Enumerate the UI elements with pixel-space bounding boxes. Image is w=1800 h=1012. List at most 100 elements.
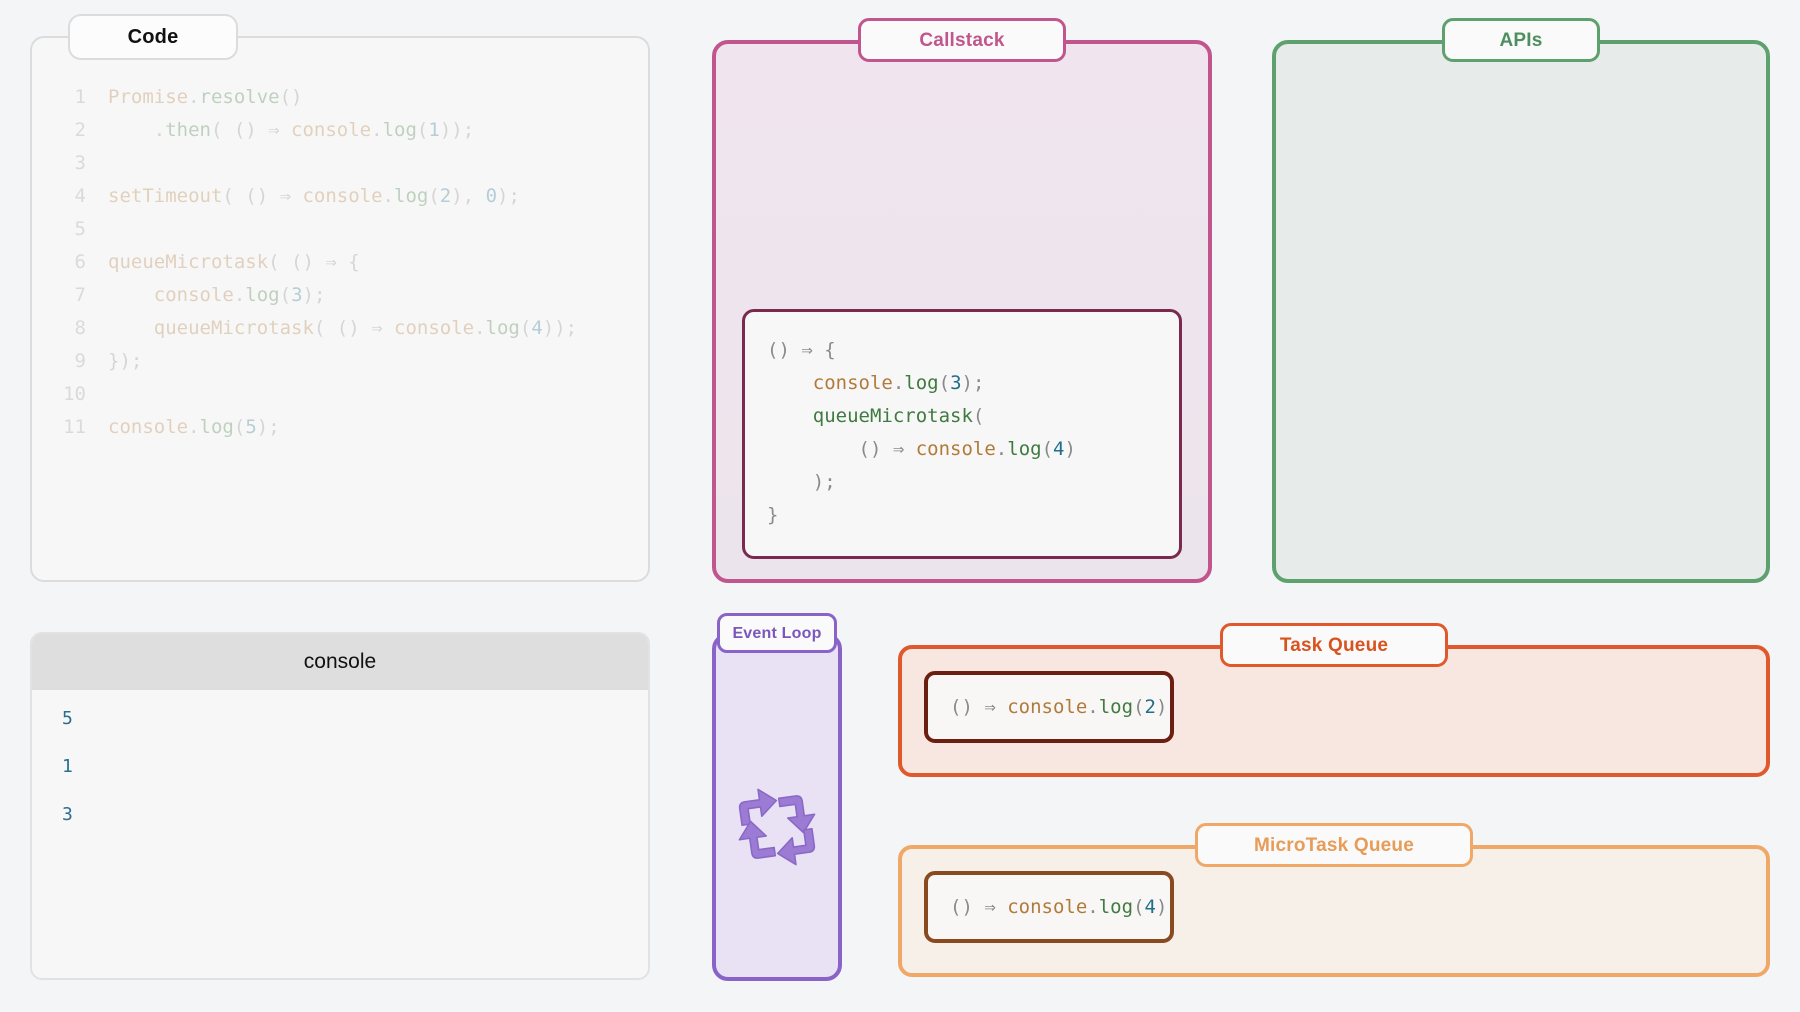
- callstack-frame-line: }: [767, 499, 1157, 532]
- code-line-number: 7: [74, 283, 86, 306]
- event-loop-panel: Event Loop: [712, 613, 842, 981]
- code-token: console: [108, 415, 189, 438]
- code-token: 1: [428, 118, 440, 141]
- microtask-queue-card[interactable]: () ⇒ console.log(4): [924, 871, 1174, 943]
- code-token: then: [165, 118, 211, 141]
- code-token: ( () ⇒: [313, 316, 394, 339]
- code-token: (: [233, 415, 246, 438]
- code-token: .: [474, 316, 486, 339]
- code-line-number: 10: [63, 382, 86, 405]
- callstack-frame-line: queueMicrotask(: [767, 400, 1157, 433]
- circular-arrows-icon: [738, 788, 816, 866]
- code-line: 2 .then( () ⇒ console.log(1));: [32, 113, 648, 146]
- code-token: .: [188, 415, 200, 438]
- code-token: ),: [451, 184, 486, 207]
- code-line-number: 5: [74, 217, 86, 240]
- callstack-frame[interactable]: () ⇒ { console.log(3); queueMicrotask( (…: [742, 309, 1182, 559]
- code-token: ));: [542, 316, 578, 339]
- code-token: queueMicrotask: [812, 405, 973, 427]
- code-line-number: 6: [74, 250, 86, 273]
- code-token: (: [428, 184, 440, 207]
- code-token: ));: [439, 118, 475, 141]
- code-token: ( () ⇒ {: [268, 250, 360, 273]
- code-line-source: Promise.resolve(): [108, 86, 303, 108]
- code-token: log: [382, 118, 417, 141]
- code-token: console: [153, 283, 234, 306]
- code-token: [108, 317, 154, 339]
- code-token: log: [245, 283, 280, 306]
- task-queue-panel-title: Task Queue: [1220, 623, 1448, 667]
- code-token: (): [279, 85, 303, 108]
- code-token: () ⇒ {: [767, 339, 836, 361]
- code-token: 4: [1144, 896, 1156, 918]
- code-token: );: [497, 184, 520, 207]
- code-token: .: [382, 184, 394, 207]
- code-token: () ⇒: [950, 896, 1008, 918]
- code-line-number: 3: [74, 151, 86, 174]
- code-token: 2: [439, 184, 452, 207]
- code-line-number: 9: [74, 349, 86, 372]
- code-token: Promise: [108, 85, 189, 108]
- console-entry: 3: [62, 804, 73, 825]
- code-token: console: [1007, 696, 1088, 718]
- callstack-frame-line: () ⇒ {: [767, 334, 1157, 367]
- code-line: 8 queueMicrotask( () ⇒ console.log(4));: [32, 311, 648, 344]
- code-line-source: setTimeout( () ⇒ console.log(2), 0);: [108, 185, 520, 207]
- code-token: [767, 405, 813, 427]
- callstack-panel: Callstack () ⇒ { console.log(3); queueMi…: [712, 18, 1212, 583]
- code-token: });: [108, 349, 143, 372]
- code-line-number: 8: [74, 316, 86, 339]
- code-token: log: [485, 316, 520, 339]
- code-line-source: queueMicrotask( () ⇒ {: [108, 251, 360, 273]
- code-line-source: queueMicrotask( () ⇒ console.log(4));: [108, 317, 577, 339]
- code-token: .: [108, 118, 166, 141]
- code-token: );: [961, 372, 985, 394]
- code-token: (: [1041, 438, 1054, 460]
- code-line-source: console.log(3);: [108, 283, 326, 306]
- console-entry: 1: [62, 756, 73, 777]
- code-line-number: 2: [74, 118, 86, 141]
- code-token: resolve: [199, 85, 280, 108]
- callstack-frame-line: () ⇒ console.log(4): [767, 433, 1157, 466]
- code-token: }: [767, 504, 779, 526]
- code-token: ( () ⇒: [222, 184, 303, 207]
- code-line: 7 console.log(3);: [32, 278, 648, 311]
- task-queue-panel: Task Queue () ⇒ console.log(2): [898, 623, 1770, 777]
- code-token: 4: [1053, 438, 1065, 460]
- code-token: console: [1007, 896, 1088, 918]
- code-line-source: });: [108, 350, 142, 372]
- task-queue-card[interactable]: () ⇒ console.log(2): [924, 671, 1174, 743]
- code-token: 0: [485, 184, 498, 207]
- apis-panel: APIs: [1272, 18, 1770, 583]
- code-token: (: [1133, 696, 1145, 718]
- code-token: [767, 372, 813, 394]
- code-token: queueMicrotask: [153, 316, 314, 339]
- code-token: log: [1007, 438, 1042, 460]
- code-token: console: [812, 372, 893, 394]
- code-token: .: [1087, 696, 1099, 718]
- code-line-number: 4: [74, 184, 86, 207]
- code-token: log: [904, 372, 939, 394]
- code-token: (: [972, 405, 985, 427]
- code-token: 3: [291, 283, 303, 306]
- code-token: console: [394, 316, 475, 339]
- apis-panel-title: APIs: [1442, 18, 1600, 62]
- code-token: setTimeout: [108, 184, 223, 207]
- code-line: 10: [32, 377, 648, 410]
- console-title: console: [32, 634, 648, 690]
- code-token: );: [767, 471, 836, 493]
- code-token: );: [302, 283, 326, 306]
- code-token: .: [1087, 896, 1099, 918]
- code-token: console: [291, 118, 372, 141]
- code-token: ( () ⇒: [210, 118, 292, 141]
- code-panel-title: Code: [68, 14, 238, 60]
- code-token: (: [938, 372, 951, 394]
- code-line-source: .then( () ⇒ console.log(1));: [108, 119, 474, 141]
- code-line: 3: [32, 146, 648, 179]
- code-line-number: 1: [74, 85, 86, 108]
- code-token: (: [519, 316, 532, 339]
